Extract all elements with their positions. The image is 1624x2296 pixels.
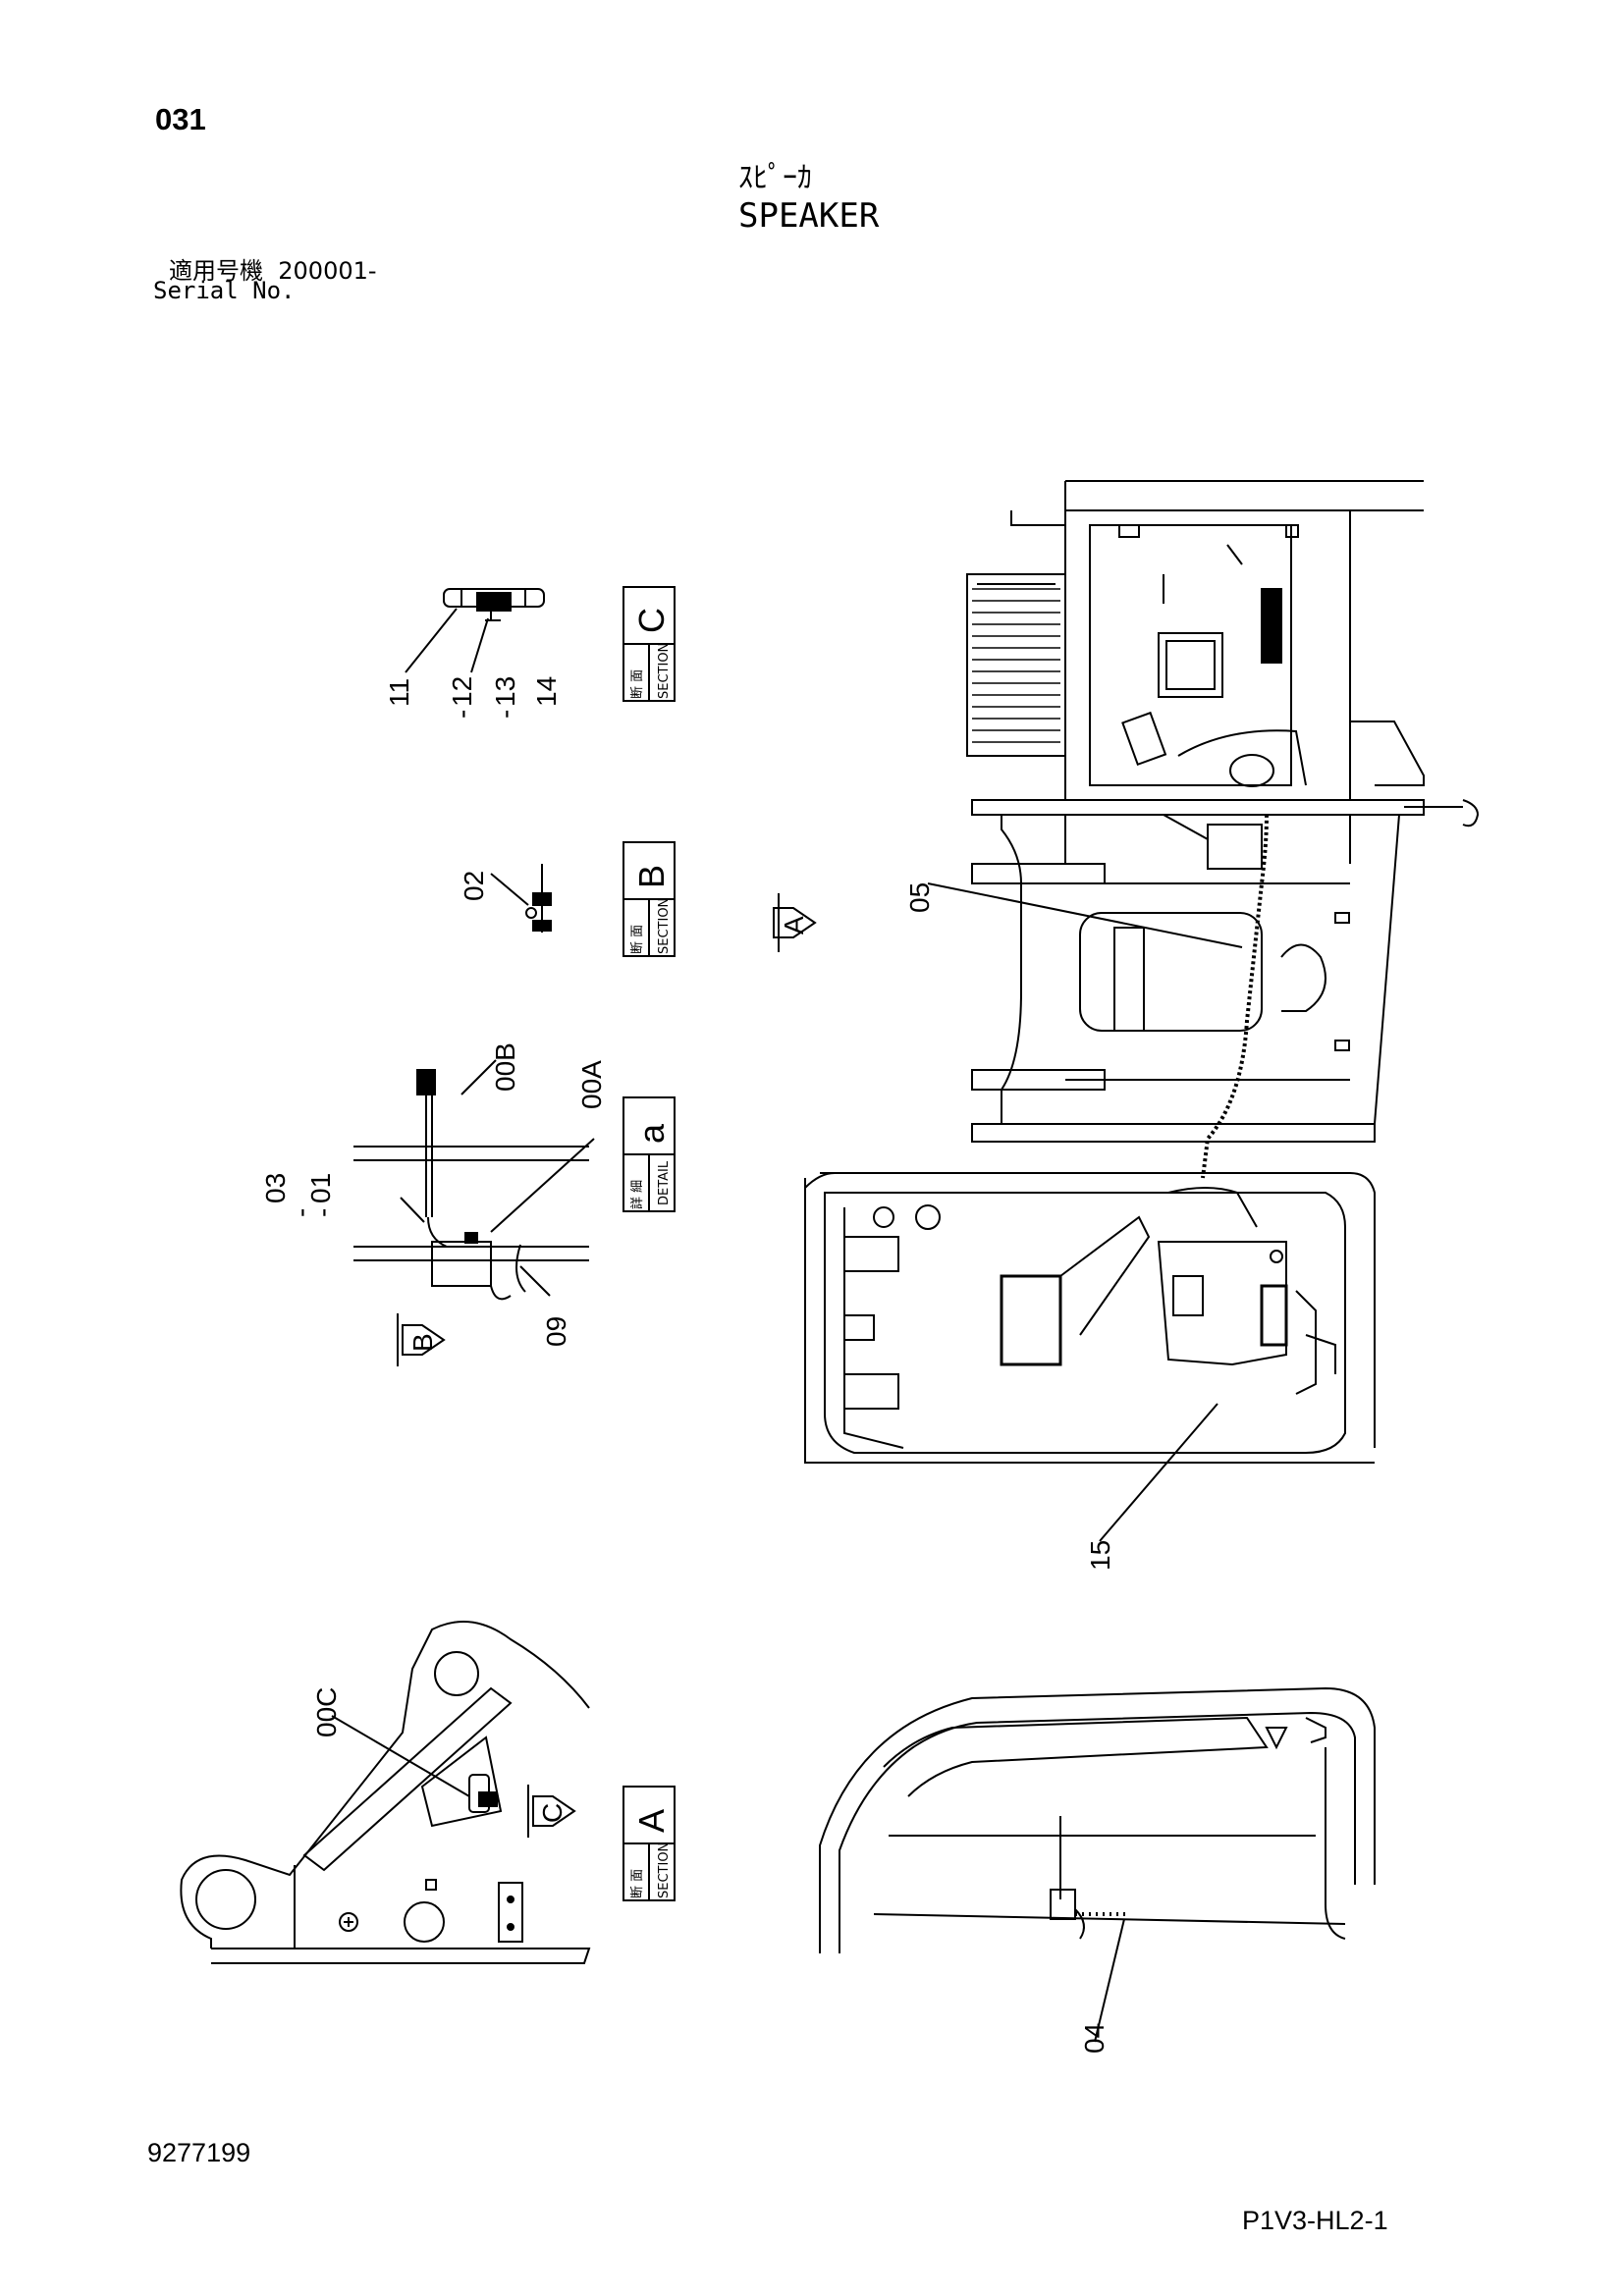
callout-11: 11 bbox=[384, 678, 414, 707]
section-a-letter: A bbox=[631, 1809, 672, 1833]
section-c-label: C 断 面 SECTION bbox=[623, 586, 676, 702]
view-arrow-b: B bbox=[397, 1313, 446, 1366]
section-a-view: 00C bbox=[180, 1621, 591, 1964]
view-arrow-a-letter: A bbox=[779, 916, 809, 934]
section-a-jp: 断 面 bbox=[630, 1869, 645, 1898]
callout-03: 03 bbox=[260, 1173, 291, 1203]
callout-00b: 00B bbox=[490, 1042, 520, 1092]
section-c-view: 11 12 - 13 - 14 bbox=[384, 588, 562, 719]
callout-00a: 00A bbox=[576, 1060, 607, 1109]
serial-value: 200001- bbox=[278, 257, 377, 285]
callout-15: 15 bbox=[1085, 1540, 1115, 1571]
detail-a-jp: 詳 細 bbox=[629, 1180, 645, 1209]
section-c-jp: 断 面 bbox=[630, 669, 645, 699]
view-arrow-a: A bbox=[773, 893, 817, 952]
callout-01: 01 bbox=[305, 1173, 336, 1203]
serial-label-en: Serial No. bbox=[153, 277, 296, 304]
detail-a-word: DETAIL bbox=[657, 1160, 672, 1205]
callout-04: 04 bbox=[1079, 2023, 1110, 2054]
callout-13: 13 bbox=[490, 676, 520, 707]
title-japanese: ｽﾋﾟｰｶ bbox=[738, 161, 812, 195]
drawing-code: P1V3-HL2-1 bbox=[1242, 2206, 1388, 2235]
callout-09: 09 bbox=[541, 1316, 571, 1347]
section-c-word: SECTION bbox=[657, 643, 672, 699]
part-number: 9277199 bbox=[147, 2138, 251, 2167]
serial-line: 適用号機 200001- bbox=[169, 251, 377, 286]
dash-1: - bbox=[447, 710, 477, 719]
page-number: 031 bbox=[155, 102, 206, 136]
view-arrow-b-letter: B bbox=[407, 1333, 438, 1352]
section-a-label: A 断 面 SECTION bbox=[623, 1786, 676, 1901]
callout-14: 14 bbox=[531, 676, 562, 707]
callout-02: 02 bbox=[459, 871, 489, 901]
view-arrow-c: C bbox=[527, 1785, 576, 1838]
section-a-word: SECTION bbox=[657, 1842, 672, 1898]
title-english: SPEAKER bbox=[738, 196, 880, 236]
dash-4: - bbox=[307, 1208, 338, 1217]
callout-12: 12 bbox=[447, 676, 477, 707]
section-b-jp: 断 面 bbox=[630, 925, 645, 954]
section-b-word: SECTION bbox=[657, 898, 672, 954]
dash-3: - bbox=[286, 1208, 316, 1217]
section-b-letter: B bbox=[631, 865, 672, 888]
detail-a-letter: a bbox=[631, 1123, 672, 1144]
view-arrow-c-letter: C bbox=[537, 1803, 568, 1823]
dash-2: - bbox=[490, 710, 520, 719]
section-b-label: B 断 面 SECTION bbox=[623, 841, 676, 957]
main-assembly-view: 05 15 bbox=[804, 480, 1480, 1571]
roof-harness-view: 04 - bbox=[307, 1208, 1376, 2054]
callout-05: 05 bbox=[904, 882, 935, 913]
section-c-letter: C bbox=[631, 608, 672, 633]
detail-a-label: a 詳 細 DETAIL bbox=[623, 1096, 676, 1212]
section-b-view: 02 bbox=[459, 864, 552, 933]
detail-a-view: 00B 00A 03 - 01 09 bbox=[260, 1042, 607, 1347]
serial-label-jp: 適用号機 bbox=[169, 257, 263, 285]
callout-00c: 00C bbox=[311, 1687, 342, 1737]
